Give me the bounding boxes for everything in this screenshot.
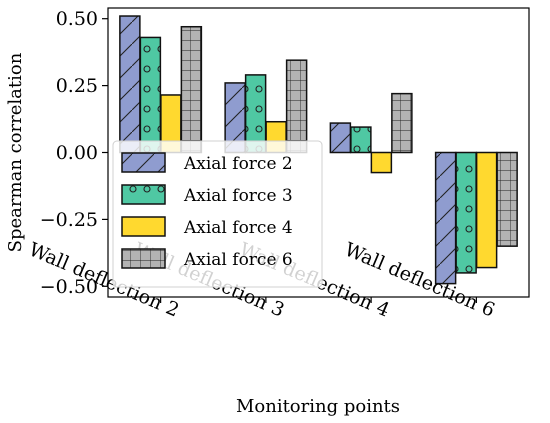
- legend-item: Axial force 2: [121, 152, 293, 174]
- legend-label: Axial force 3: [183, 186, 293, 206]
- bar: [119, 15, 141, 154]
- x-axis-title: Monitoring points: [236, 396, 400, 417]
- legend-label: Axial force 6: [183, 250, 293, 270]
- legend-label: Axial force 2: [183, 154, 293, 174]
- y-tick-label: −0.25: [40, 209, 98, 231]
- y-axis-title: Spearman correlation: [5, 52, 26, 252]
- bar: [370, 151, 393, 174]
- bar: [139, 36, 162, 154]
- bar: [391, 92, 413, 154]
- y-tick-label: 0.25: [56, 75, 98, 97]
- y-tick-label: 0.00: [56, 142, 98, 164]
- bar: [455, 151, 477, 274]
- y-tick-label: −0.50: [40, 276, 98, 298]
- bars-layer: [119, 15, 518, 285]
- y-tick-label: 0.50: [56, 8, 98, 30]
- bar: [329, 122, 352, 154]
- bar: [496, 151, 518, 247]
- bar: [285, 59, 308, 154]
- bar: [475, 151, 498, 269]
- bar: [350, 126, 372, 154]
- legend-item: Axial force 3: [121, 184, 293, 206]
- legend: Axial force 2 Axial force 3 Axial force 4 A…: [112, 140, 323, 288]
- y-axis-ticks: 0.50 0.25 0.00 −0.25 −0.50: [40, 8, 108, 298]
- legend-label: Axial force 4: [183, 218, 293, 238]
- legend-item: Axial force 6: [121, 248, 293, 270]
- bar: [180, 25, 203, 154]
- legend-item: Axial force 4: [121, 216, 293, 238]
- bar: [434, 151, 457, 285]
